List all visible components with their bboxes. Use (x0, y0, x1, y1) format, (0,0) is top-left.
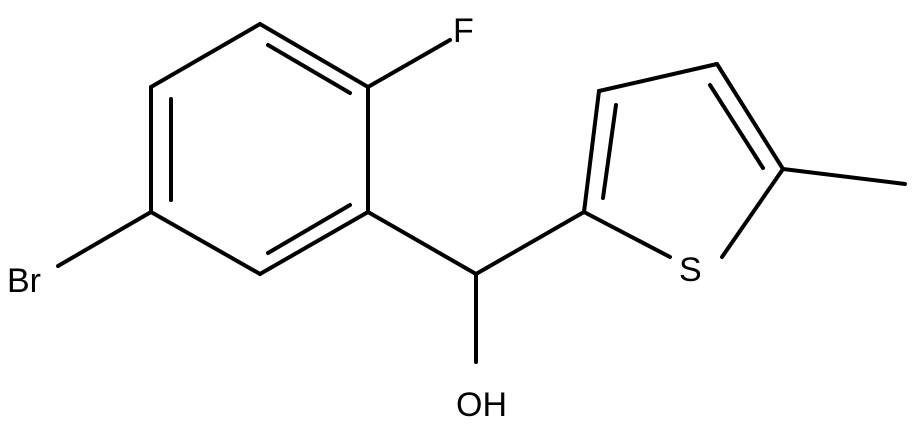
bond-t4-t3 (597, 62, 719, 93)
bond-t5-methyl (781, 167, 907, 186)
bromine-label: Br (7, 262, 41, 300)
bond-c4-c5 (149, 210, 262, 276)
double-bond-inner-t2-t3 (601, 103, 618, 200)
double-bond-inner-c3-c4 (266, 203, 352, 255)
bond-t2-s (582, 210, 672, 259)
bond-t3-t2 (582, 89, 601, 214)
fluorine-label: F (453, 12, 474, 50)
bond-c5-bromine (56, 210, 153, 268)
bond-c2-fluorine (366, 38, 452, 89)
bond-c3-methine (366, 210, 478, 276)
bond-c3-c4 (258, 210, 370, 276)
bond-c6-c1 (149, 22, 262, 89)
double-bond-inner-t4-t5 (708, 83, 765, 170)
bond-s-t5 (720, 167, 785, 259)
sulfur-label: S (679, 251, 702, 289)
benzene-ring (149, 22, 370, 276)
bond-methine-thiophene (474, 210, 586, 276)
double-bond-inner-c1-c2 (266, 43, 352, 95)
bond-t5-t4 (715, 62, 785, 171)
hydroxyl-label: OH (456, 386, 507, 424)
bond-c1-c2 (258, 22, 370, 89)
thiophene-ring (582, 62, 785, 259)
